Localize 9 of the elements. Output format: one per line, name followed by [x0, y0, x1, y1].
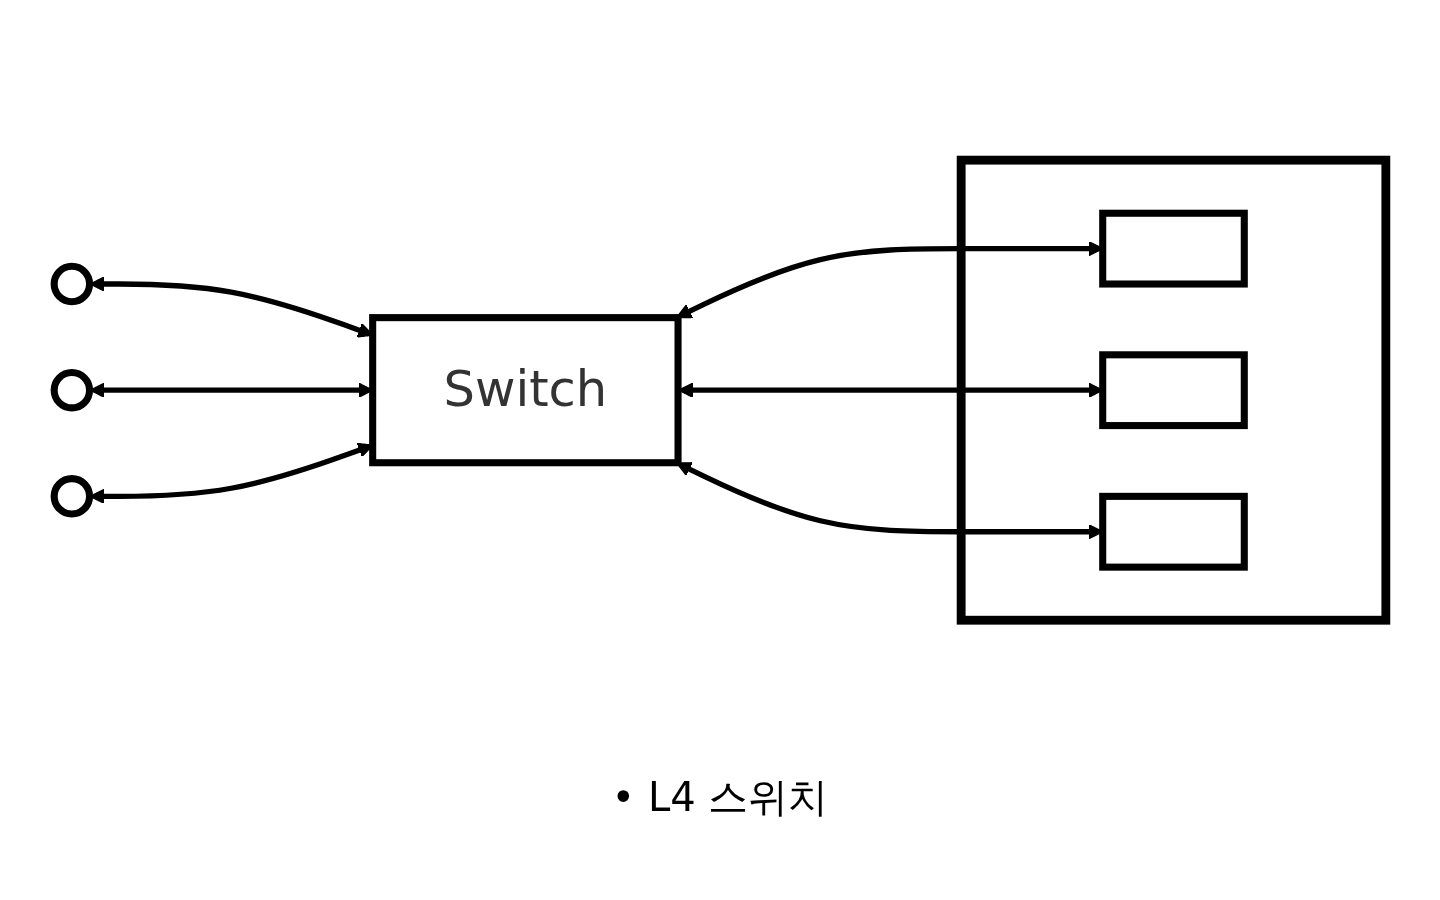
cluster [956, 155, 1391, 625]
node-box: Switch [369, 313, 682, 467]
node-box [1099, 209, 1248, 288]
caption: • L4 스위치 [611, 774, 829, 820]
node-person [50, 262, 94, 306]
node-box [1099, 492, 1248, 571]
node-box [1099, 351, 1248, 429]
node-person [50, 474, 94, 518]
node-person [50, 368, 94, 412]
